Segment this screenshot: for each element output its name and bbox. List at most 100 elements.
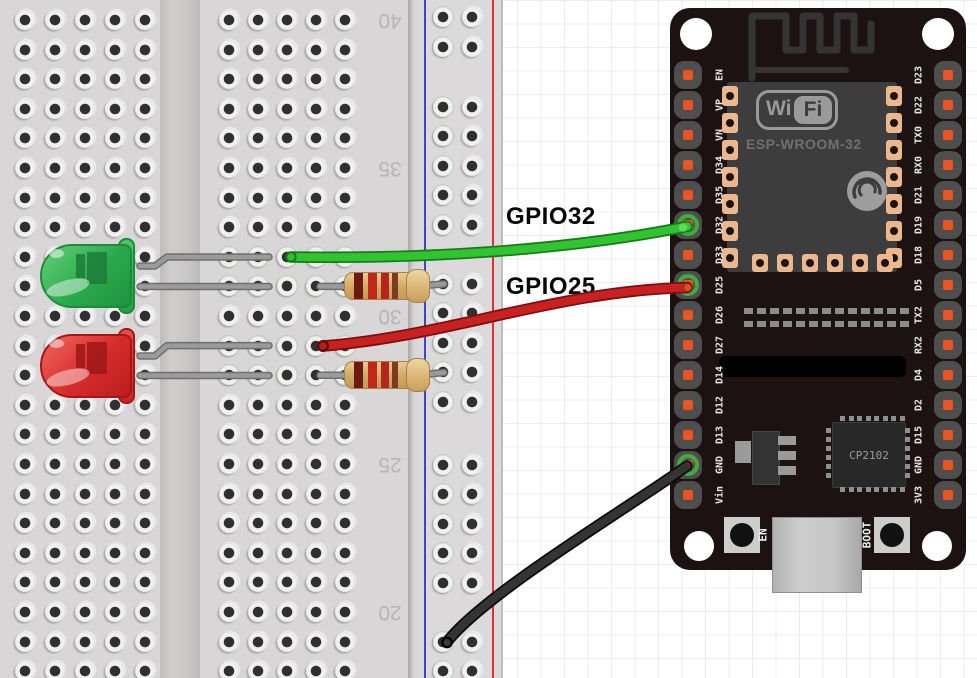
breadboard-hole: [248, 10, 268, 30]
breadboard-hole: [277, 69, 297, 90]
solder-pad: [809, 308, 818, 314]
module-pad: [852, 254, 868, 272]
breadboard-hole: [219, 69, 239, 90]
breadboard-hole: [105, 661, 125, 678]
solder-pad: [848, 308, 857, 314]
pin-socket-d19: [934, 211, 962, 239]
breadboard-hole: [45, 631, 65, 652]
module-name-label: ESP-WROOM-32: [746, 136, 862, 152]
pin-contact: [683, 430, 693, 440]
rail-hole-power: [462, 126, 482, 146]
pin-contact: [943, 160, 953, 170]
chip-pin: [848, 487, 854, 492]
breadboard-hole: [277, 394, 297, 415]
pin-contact: [943, 430, 953, 440]
pad-hole: [890, 119, 898, 127]
solder-pad: [757, 308, 766, 314]
breadboard-hole: [335, 483, 355, 504]
breadboard-hole: [45, 454, 65, 474]
breadboard-hole: [335, 661, 355, 678]
chip-pin: [826, 428, 831, 433]
breadboard-hole: [335, 158, 355, 178]
breadboard-hole: [248, 602, 268, 622]
solder-pad: [744, 321, 753, 327]
breadboard-hole: [306, 187, 326, 208]
breadboard-hole: [45, 513, 65, 534]
rail-hole-power: [462, 484, 482, 504]
pad-hole: [890, 200, 898, 208]
breadboard-hole: [277, 542, 297, 563]
breadboard-hole: [15, 246, 35, 267]
breadboard-hole: [335, 10, 355, 30]
breadboard-hole: [248, 513, 268, 534]
breadboard-hole: [306, 158, 326, 178]
breadboard-hole: [219, 10, 239, 30]
pin-socket-d35: [674, 181, 702, 209]
pad-hole: [781, 259, 789, 267]
rail-hole-ground: [433, 333, 453, 353]
chip-pin: [874, 487, 879, 492]
rail-hole-power: [462, 7, 482, 27]
pin-contact: [683, 70, 693, 80]
breadboard-hole: [105, 10, 125, 30]
breadboard-hole: [277, 335, 297, 356]
solder-pad: [783, 321, 792, 327]
breadboard-hole: [219, 513, 239, 534]
breadboard-hole: [45, 39, 65, 60]
chip-pin: [826, 455, 831, 460]
solder-pad: [796, 321, 805, 327]
pin-socket-rx0: [934, 151, 962, 179]
breadboard-hole: [248, 483, 268, 504]
breadboard-hole: [306, 306, 326, 326]
pad-hole: [890, 92, 898, 100]
solder-pad: [900, 308, 909, 314]
chip-pin: [905, 473, 910, 478]
chip-pin: [874, 416, 879, 421]
solder-pad: [887, 308, 896, 314]
pin-socket-d4: [934, 361, 962, 389]
breadboard-hole: [335, 424, 355, 445]
breadboard-hole: [135, 187, 155, 208]
breadboard-hole: [277, 128, 297, 149]
pad-hole: [890, 173, 898, 181]
breadboard-hole: [277, 513, 297, 534]
pin-socket-d34: [674, 151, 702, 179]
breadboard-hole: [135, 602, 155, 622]
breadboard-hole: [306, 10, 326, 30]
breadboard-hole: [306, 661, 326, 678]
breadboard-hole: [75, 306, 95, 326]
solder-pad: [900, 321, 909, 327]
breadboard-hole: [248, 187, 268, 208]
breadboard-hole: [306, 39, 326, 60]
breadboard-hole: [248, 572, 268, 593]
module-pad: [886, 113, 902, 133]
rail-hole-power: [462, 215, 482, 235]
pin-socket-tx2: [934, 301, 962, 329]
pin-contact: [943, 220, 953, 230]
breadboard-hole: [277, 661, 297, 678]
pin-contact: [943, 460, 953, 470]
breadboard-hole: [135, 454, 155, 474]
pin-socket-d27: [674, 331, 702, 359]
pin-socket-rx2: [934, 331, 962, 359]
chip-pin: [826, 446, 831, 451]
breadboard-hole: [75, 631, 95, 652]
rail-hole-power: [462, 97, 482, 117]
breadboard-hole: [135, 246, 155, 267]
chip-pin: [891, 416, 896, 421]
rail-hole-ground: [433, 484, 453, 504]
rail-hole-ground: [433, 37, 453, 57]
pin-contact: [943, 100, 953, 110]
breadboard-hole: [219, 424, 239, 445]
breadboard-hole: [248, 69, 268, 90]
regulator-leg: [778, 436, 796, 445]
chip-pin: [905, 455, 910, 460]
rail-hole-ground: [433, 573, 453, 593]
breadboard-hole: [15, 454, 35, 474]
rail-hole-ground: [433, 126, 453, 146]
module-pad: [722, 248, 738, 268]
chip-pin: [865, 416, 871, 421]
module-pad: [752, 254, 768, 272]
